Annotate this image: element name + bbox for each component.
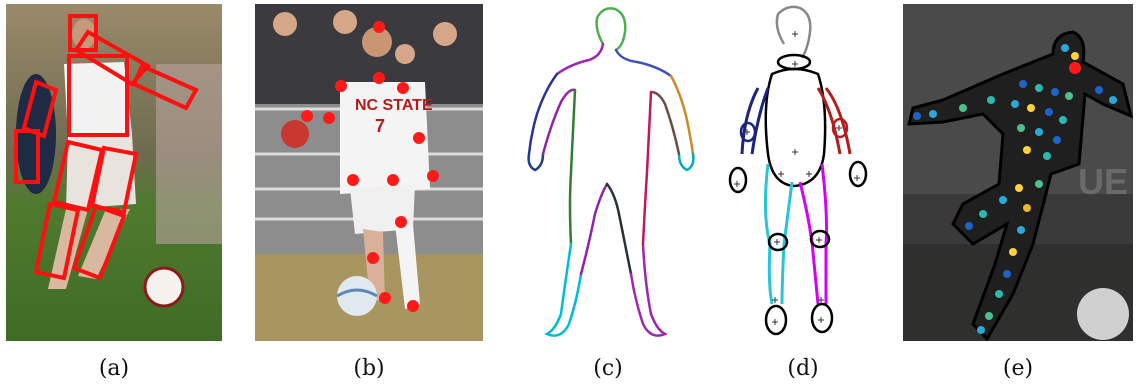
svg-text:NC STATE: NC STATE — [355, 97, 433, 114]
caption-d: (d) — [773, 356, 833, 381]
panel-b-image: NC STATE 7 — [255, 4, 483, 341]
caption-c: (c) — [578, 356, 638, 381]
svg-text:UE: UE — [1078, 161, 1128, 202]
panel-a-image — [6, 4, 222, 341]
panel-e-dense: UE — [903, 4, 1133, 341]
caption-e: (e) — [988, 356, 1048, 381]
caption-b: (b) — [339, 356, 399, 381]
panel-c-contour — [515, 4, 700, 341]
panel-d-parts — [722, 4, 882, 341]
caption-a: (a) — [84, 356, 144, 381]
svg-text:7: 7 — [375, 116, 385, 136]
